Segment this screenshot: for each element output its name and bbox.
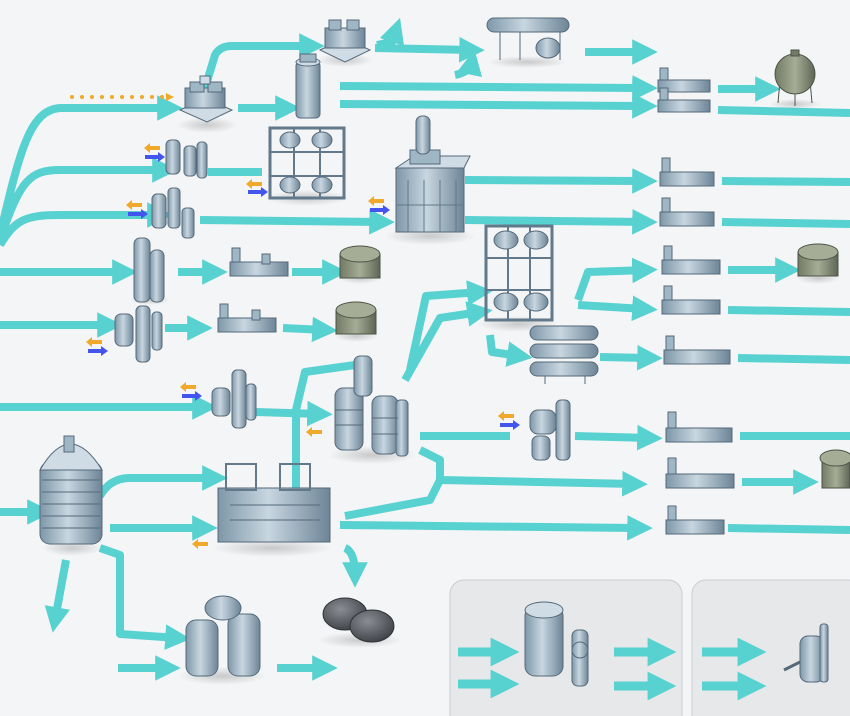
feed-indicators	[70, 93, 520, 549]
process-block-icon	[212, 463, 332, 557]
column-frame-icon	[265, 126, 349, 206]
flow-pipes	[0, 17, 850, 681]
pipe	[464, 209, 658, 235]
dotted-feed-arrow	[70, 93, 174, 101]
equipment-layer	[39, 17, 850, 685]
pipe	[717, 106, 850, 117]
pipe	[418, 446, 648, 497]
pipe	[0, 202, 173, 248]
twin-tank-icon	[178, 595, 266, 685]
reactor-vessel-icon	[524, 601, 589, 687]
pipe	[339, 515, 653, 541]
tall-column-icon	[130, 237, 170, 305]
separator-drum-icon	[486, 17, 570, 68]
pipe	[342, 544, 368, 588]
pipe	[574, 424, 663, 451]
pump-icon	[659, 197, 715, 227]
pipe	[727, 306, 850, 316]
pipe	[376, 17, 405, 49]
pipe	[599, 344, 663, 371]
pipe	[98, 544, 191, 650]
yellow-arrow	[86, 143, 514, 549]
gravel-pile-icon	[318, 597, 402, 648]
pump-icon	[663, 335, 731, 365]
pump-icon	[665, 411, 733, 443]
pipe	[339, 93, 658, 119]
pump-icon	[661, 285, 721, 315]
pipe	[339, 75, 658, 101]
pump-icon	[659, 157, 715, 187]
reactor-block-icon	[384, 115, 476, 245]
reactor-tower-icon	[328, 355, 416, 464]
pump-icon	[217, 303, 277, 333]
pipe	[0, 157, 178, 242]
pipe	[282, 316, 338, 343]
pipe	[577, 295, 658, 322]
vertical-vessel-icon	[295, 53, 321, 119]
blue-arrow	[88, 152, 520, 430]
detail-panel	[449, 579, 683, 716]
pipe	[574, 257, 658, 302]
vertical-vessel-icon	[783, 623, 829, 683]
storage-tank-icon	[338, 245, 382, 284]
pump-icon	[665, 505, 725, 535]
storage-tank-icon	[796, 243, 840, 284]
pipe	[0, 95, 183, 236]
pipe	[406, 280, 493, 371]
column-pair-icon	[165, 139, 208, 179]
heat-exchanger-icon	[529, 325, 599, 384]
storage-tank-icon	[334, 301, 378, 342]
compressor-icon	[177, 75, 237, 133]
pipe	[255, 400, 333, 427]
compressor-icon	[317, 19, 373, 67]
pipe	[344, 478, 444, 520]
column-pair-icon	[114, 305, 163, 363]
crude-column-icon	[39, 435, 103, 556]
gas-sphere-icon	[769, 49, 821, 109]
pipe	[292, 361, 356, 500]
pipe	[737, 354, 850, 364]
pipe	[721, 177, 850, 186]
column-pair-icon	[211, 369, 257, 429]
pipe	[401, 301, 493, 382]
pipe	[374, 36, 485, 63]
pipe	[201, 33, 325, 90]
column-pair-icon	[529, 399, 571, 461]
pipe	[454, 49, 483, 79]
pump-icon	[657, 87, 711, 113]
pipe	[96, 465, 228, 499]
pipe	[486, 334, 533, 367]
pump-icon	[229, 247, 289, 277]
pipe	[721, 218, 850, 228]
column-frame-icon	[478, 224, 558, 332]
pipe	[727, 524, 850, 534]
storage-tank-icon	[819, 449, 850, 489]
pipe	[464, 168, 658, 194]
pipe	[44, 559, 70, 633]
pump-icon	[661, 245, 721, 275]
pipe	[199, 209, 395, 235]
column-pair-icon	[151, 187, 195, 239]
pump-icon	[657, 67, 711, 93]
pump-icon	[665, 457, 735, 489]
detail-panel	[691, 579, 850, 716]
